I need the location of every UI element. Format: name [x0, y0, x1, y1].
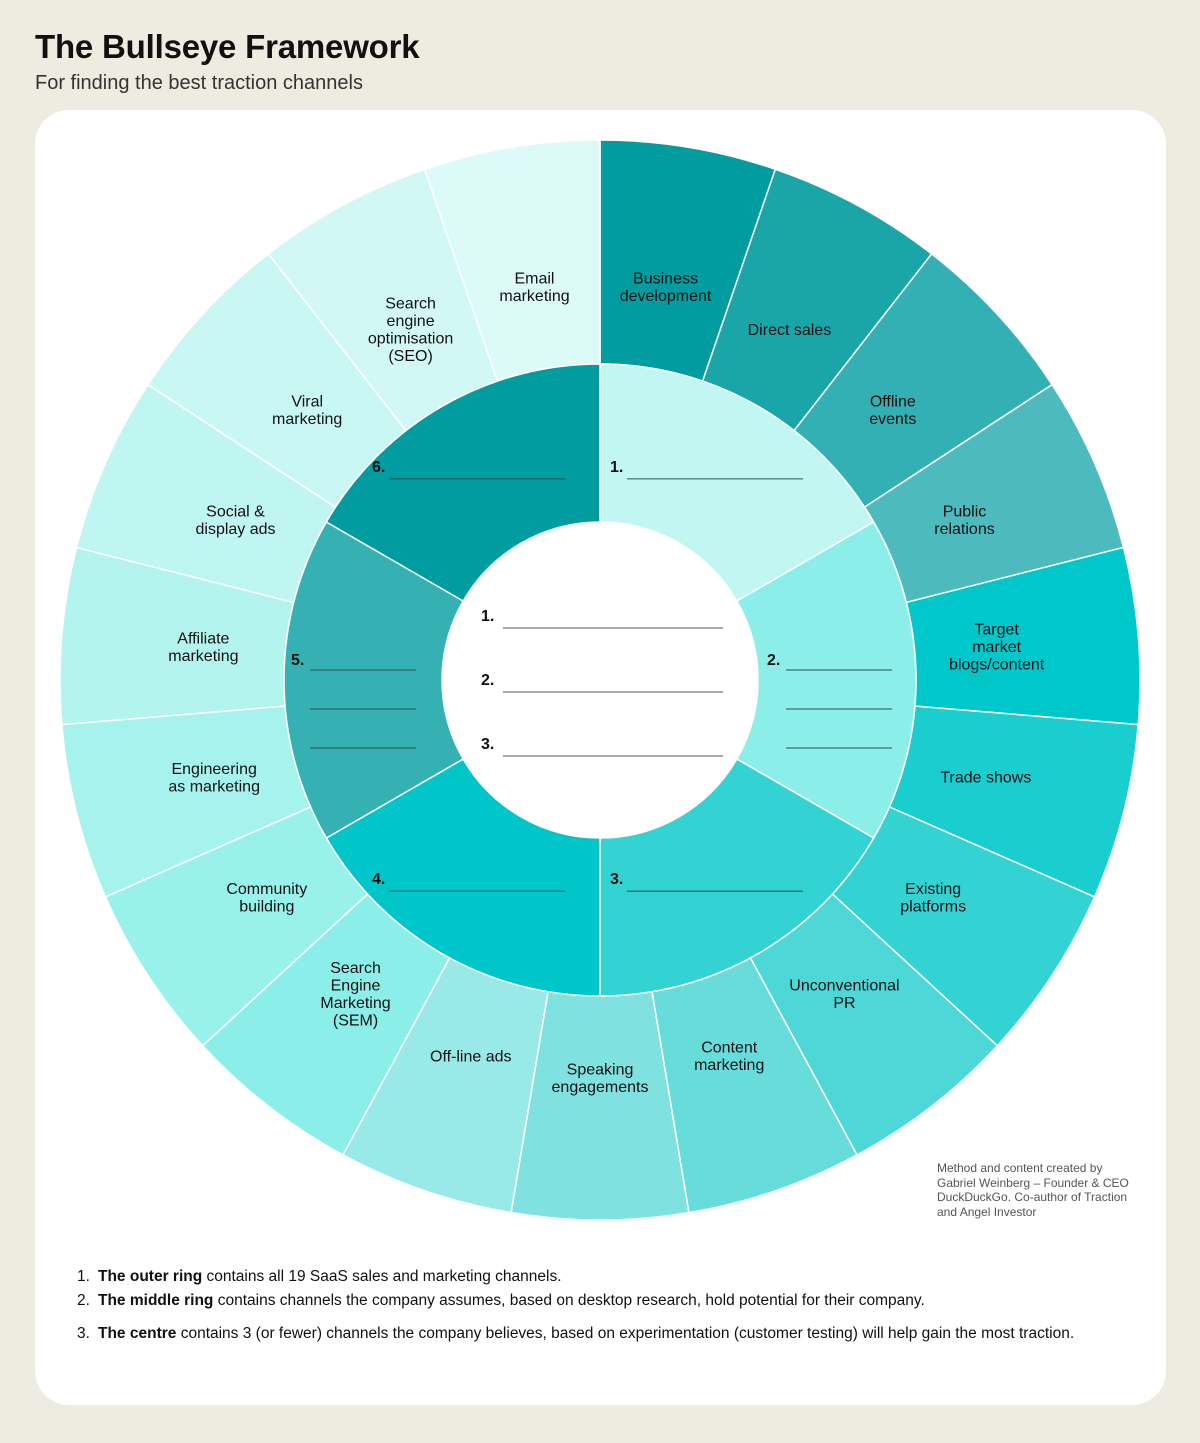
outer-segment-label-line: Public	[943, 503, 987, 520]
outer-segment-label-line: (SEO)	[388, 348, 432, 365]
outer-segment-label-line: Content	[701, 1040, 758, 1057]
note-number: 3.	[77, 1325, 90, 1342]
notes-list: 1. The outer ring contains all 19 SaaS sa…	[77, 1265, 1117, 1346]
outer-segment-label-line: marketing	[694, 1057, 764, 1074]
outer-segment-label-line: Engine	[331, 977, 381, 994]
outer-segment-label: Trade shows	[940, 770, 1031, 787]
outer-segment-label-line: optimisation	[368, 331, 453, 348]
outer-segment-label-line: platforms	[900, 898, 966, 915]
page-subtitle: For finding the best traction channels	[35, 72, 363, 94]
outer-segment-label-line: marketing	[272, 411, 342, 428]
outer-segment-label-line: Existing	[905, 881, 961, 898]
outer-segment-label-line: Engineering	[171, 761, 256, 778]
outer-segment-label-line: Search	[385, 296, 436, 313]
outer-segment-label-line: Off-line ads	[430, 1048, 512, 1065]
outer-segment-label-line: Unconventional	[789, 977, 899, 994]
middle-segment-number: 3.	[610, 871, 623, 888]
outer-segment-label: Direct sales	[748, 322, 832, 339]
outer-segment-label-line: Target	[974, 622, 1019, 639]
outer-segment-label-line: as marketing	[168, 778, 260, 795]
centre-number: 2.	[481, 672, 494, 689]
outer-segment-label-line: market	[972, 639, 1021, 656]
note-text: contains all 19 SaaS sales and marketing…	[202, 1268, 562, 1285]
note-number: 1.	[77, 1268, 90, 1285]
note-text: contains channels the company assumes, b…	[213, 1292, 925, 1309]
outer-segment-label-line: Community	[226, 881, 307, 898]
centre-number: 1.	[481, 608, 494, 625]
outer-segment-label: Social &display ads	[195, 503, 275, 538]
credit-note: Method and content created by Gabriel We…	[937, 1161, 1129, 1219]
centre-circle	[442, 522, 758, 838]
outer-segment-label-line: Email	[514, 271, 554, 288]
note-item: 3. The centre contains 3 (or fewer) chann…	[77, 1322, 1117, 1346]
note-number: 2.	[77, 1292, 90, 1309]
outer-segment-label: Off-line ads	[430, 1048, 512, 1065]
outer-segment-label-line: events	[869, 411, 916, 428]
note-term: The outer ring	[98, 1268, 203, 1285]
middle-segment-number: 6.	[372, 459, 385, 476]
middle-segment-number: 1.	[610, 459, 623, 476]
outer-segment-label-line: Direct sales	[748, 322, 832, 339]
note-term: The centre	[98, 1325, 177, 1342]
outer-segment-label-line: Marketing	[320, 995, 390, 1012]
outer-segment-label-line: Speaking	[567, 1061, 634, 1078]
outer-segment-label-line: marketing	[168, 648, 238, 665]
outer-segment-label-line: Trade shows	[940, 770, 1031, 787]
middle-segment-number: 2.	[767, 652, 780, 669]
note-term: The middle ring	[98, 1292, 214, 1309]
outer-segment-label-line: building	[239, 898, 294, 915]
outer-segment-label-line: blogs/content	[949, 657, 1045, 674]
note-item: 1. The outer ring contains all 19 SaaS sa…	[77, 1265, 1117, 1289]
outer-segment-label-line: PR	[833, 995, 855, 1012]
outer-segment-label-line: display ads	[195, 521, 275, 538]
outer-segment-label-line: engagements	[552, 1079, 649, 1096]
outer-segment-label-line: (SEM)	[333, 1012, 378, 1029]
note-text: contains 3 (or fewer) channels the compa…	[176, 1325, 1075, 1342]
middle-segment-number: 5.	[291, 652, 304, 669]
centre-number: 3.	[481, 736, 494, 753]
outer-segment-label-line: Social &	[206, 503, 265, 520]
page-title: The Bullseye Framework	[35, 28, 420, 65]
outer-segment-label-line: Search	[330, 960, 381, 977]
outer-segment-label-line: relations	[934, 521, 994, 538]
outer-segment-label-line: development	[620, 288, 712, 305]
outer-segment-label-line: Offline	[870, 394, 916, 411]
outer-segment-label-line: Business	[633, 271, 698, 288]
note-item: 2. The middle ring contains channels the …	[77, 1289, 1117, 1313]
middle-segment-number: 4.	[372, 871, 385, 888]
outer-segment-label-line: engine	[387, 313, 435, 330]
outer-segment-label-line: marketing	[499, 288, 569, 305]
outer-segment-label-line: Affiliate	[177, 630, 229, 647]
outer-segment-label-line: Viral	[291, 394, 323, 411]
